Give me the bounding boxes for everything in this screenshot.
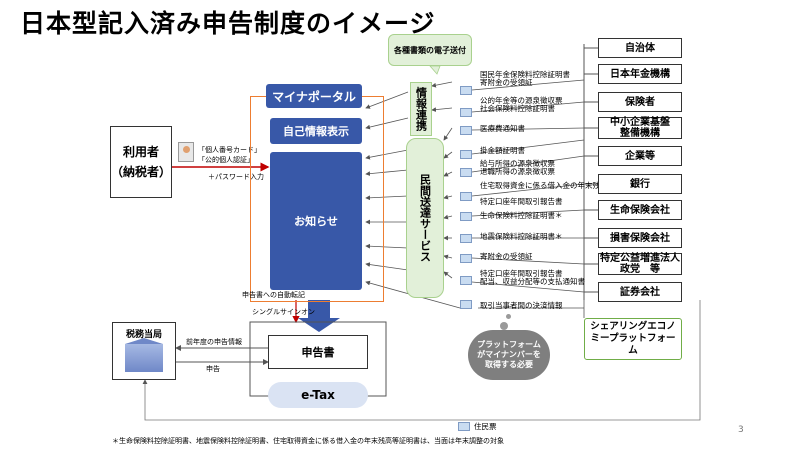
document-label: 特定口座年間取引報告書 bbox=[480, 197, 563, 206]
platform-note-cloud: プラットフォームがマイナンバーを取得する必要 bbox=[468, 330, 550, 380]
my-number-card-icon bbox=[178, 142, 194, 162]
previous-year-label: 前年度の申告情報 bbox=[186, 338, 242, 346]
private-service-label: 民間送達サービス bbox=[418, 174, 432, 262]
entity-label: 企業等 bbox=[625, 150, 655, 162]
document-icon bbox=[460, 212, 472, 221]
tax-office-box: 税務当局 bbox=[112, 322, 176, 380]
tax-office-building-icon bbox=[125, 338, 163, 372]
sharing-economy-platform: シェアリングエコノミープラットフォーム bbox=[584, 318, 682, 360]
document-label: 掛金額証明書 bbox=[480, 146, 525, 155]
page-number: 3 bbox=[738, 425, 744, 435]
entity-label: 銀行 bbox=[630, 178, 650, 190]
document-label: 寄附金の受領証 bbox=[480, 78, 533, 87]
document-icon bbox=[460, 276, 472, 285]
document-label: 医療費通知書 bbox=[480, 124, 525, 133]
self-info-display[interactable]: 自己情報表示 bbox=[270, 118, 362, 144]
document-label: 生命保険料控除証明書＊ bbox=[480, 211, 563, 220]
document-icon bbox=[460, 168, 472, 177]
footnote: ＊生命保険料控除証明書、地震保険料控除証明書、住宅取得資金に係る借入金の年末残高… bbox=[112, 437, 504, 445]
user-label: 利用者 bbox=[122, 145, 159, 159]
private-service-box: 民間送達サービス bbox=[406, 138, 444, 298]
info-link-box: 情報連携 bbox=[410, 82, 432, 136]
document-label: 取引当事者間の決済情報 bbox=[480, 301, 563, 310]
document-label: 地震保険料控除証明書＊ bbox=[480, 232, 563, 241]
entity-pension-service: 日本年金機構 bbox=[598, 64, 682, 84]
entity-label: 証券会社 bbox=[620, 286, 660, 298]
document-icon bbox=[460, 126, 472, 135]
document-icon bbox=[460, 150, 472, 159]
card-line-1: 「個人番号カード」 bbox=[198, 146, 261, 154]
document-label: 寄附金の受領証 bbox=[480, 252, 533, 261]
etax-label: e-Tax bbox=[301, 388, 335, 402]
entity-label: 特定公益増進法人政党 等 bbox=[600, 253, 680, 275]
sharing-economy-label: シェアリングエコノミープラットフォーム bbox=[590, 321, 676, 356]
entity-municipality: 自治体 bbox=[598, 38, 682, 58]
single-sign-on-label: シングルサインオン bbox=[252, 308, 315, 316]
tax-return-label: 申告書 bbox=[301, 346, 335, 359]
cloud-bubble bbox=[500, 322, 508, 330]
entity-public-interest-corp: 特定公益増進法人政党 等 bbox=[598, 253, 682, 275]
document-icon bbox=[460, 234, 472, 243]
user-sublabel: （納税者） bbox=[111, 165, 172, 179]
document-icon bbox=[460, 86, 472, 95]
etax-box[interactable]: e-Tax bbox=[268, 382, 368, 408]
cloud-bubble bbox=[506, 314, 511, 319]
notification-box[interactable]: お知らせ bbox=[270, 152, 362, 290]
portal-header[interactable]: マイナポータル bbox=[266, 84, 362, 108]
entity-label: 保険者 bbox=[625, 96, 655, 108]
document-label: 特定口座年間取引報告書 bbox=[480, 269, 563, 278]
document-label: 住宅取得資金に係る借入金の年末残高等証明書＊ bbox=[480, 181, 645, 190]
entity-life-insurer: 生命保険会社 bbox=[598, 200, 682, 220]
entity-non-life-insurer: 損害保険会社 bbox=[598, 228, 682, 248]
platform-note-text: プラットフォームがマイナンバーを取得する必要 bbox=[477, 340, 541, 369]
callout-electronic-delivery: 各種書類の電子送付 bbox=[388, 34, 472, 66]
entity-label: 中小企業基盤整備機構 bbox=[610, 117, 670, 139]
user-box: 利用者 （納税者） bbox=[110, 126, 172, 198]
document-label: 公的年金等の源泉徴収票 bbox=[480, 96, 563, 105]
entity-securities: 証券会社 bbox=[598, 282, 682, 302]
portal-name: マイナポータル bbox=[272, 89, 356, 104]
document-icon bbox=[460, 108, 472, 117]
document-label: 配当、収益分配等の支払通知書 bbox=[480, 277, 585, 286]
document-label: 退職所得の源泉徴収票 bbox=[480, 167, 555, 176]
entity-smrj: 中小企業基盤整備機構 bbox=[598, 117, 682, 139]
document-label: 給与所得の源泉徴収票 bbox=[480, 159, 555, 168]
auto-transfer-label: 申告書への自動転記 bbox=[242, 291, 305, 299]
entity-label: 自治体 bbox=[625, 42, 655, 54]
notification-label: お知らせ bbox=[294, 215, 338, 228]
entity-insurer: 保険者 bbox=[598, 92, 682, 112]
tax-return-box[interactable]: 申告書 bbox=[268, 335, 368, 369]
document-label: 国民年金保険料控除証明書 bbox=[480, 70, 570, 79]
document-icon bbox=[460, 254, 472, 263]
entity-bank: 銀行 bbox=[598, 174, 682, 194]
filing-label: 申告 bbox=[206, 365, 220, 373]
document-label: 社会保険料控除証明書 bbox=[480, 104, 555, 113]
page-title: 日本型記入済み申告制度のイメージ bbox=[20, 9, 436, 38]
password-label: ＋パスワード入力 bbox=[208, 173, 264, 181]
card-line-2: 「公的個人認証」 bbox=[198, 156, 254, 164]
document-icon bbox=[458, 422, 470, 431]
self-info-label: 自己情報表示 bbox=[283, 125, 349, 138]
document-icon bbox=[460, 300, 472, 309]
tax-office-label: 税務当局 bbox=[125, 330, 162, 340]
info-link-label: 情報連携 bbox=[414, 87, 428, 131]
entity-label: 日本年金機構 bbox=[610, 68, 670, 80]
entity-companies: 企業等 bbox=[598, 146, 682, 166]
entity-label: 損害保険会社 bbox=[610, 232, 670, 244]
callout-text: 各種書類の電子送付 bbox=[394, 45, 466, 55]
entity-label: 生命保険会社 bbox=[610, 204, 670, 216]
document-icon bbox=[460, 192, 472, 201]
resident-tax-label: 住民票 bbox=[474, 422, 497, 431]
